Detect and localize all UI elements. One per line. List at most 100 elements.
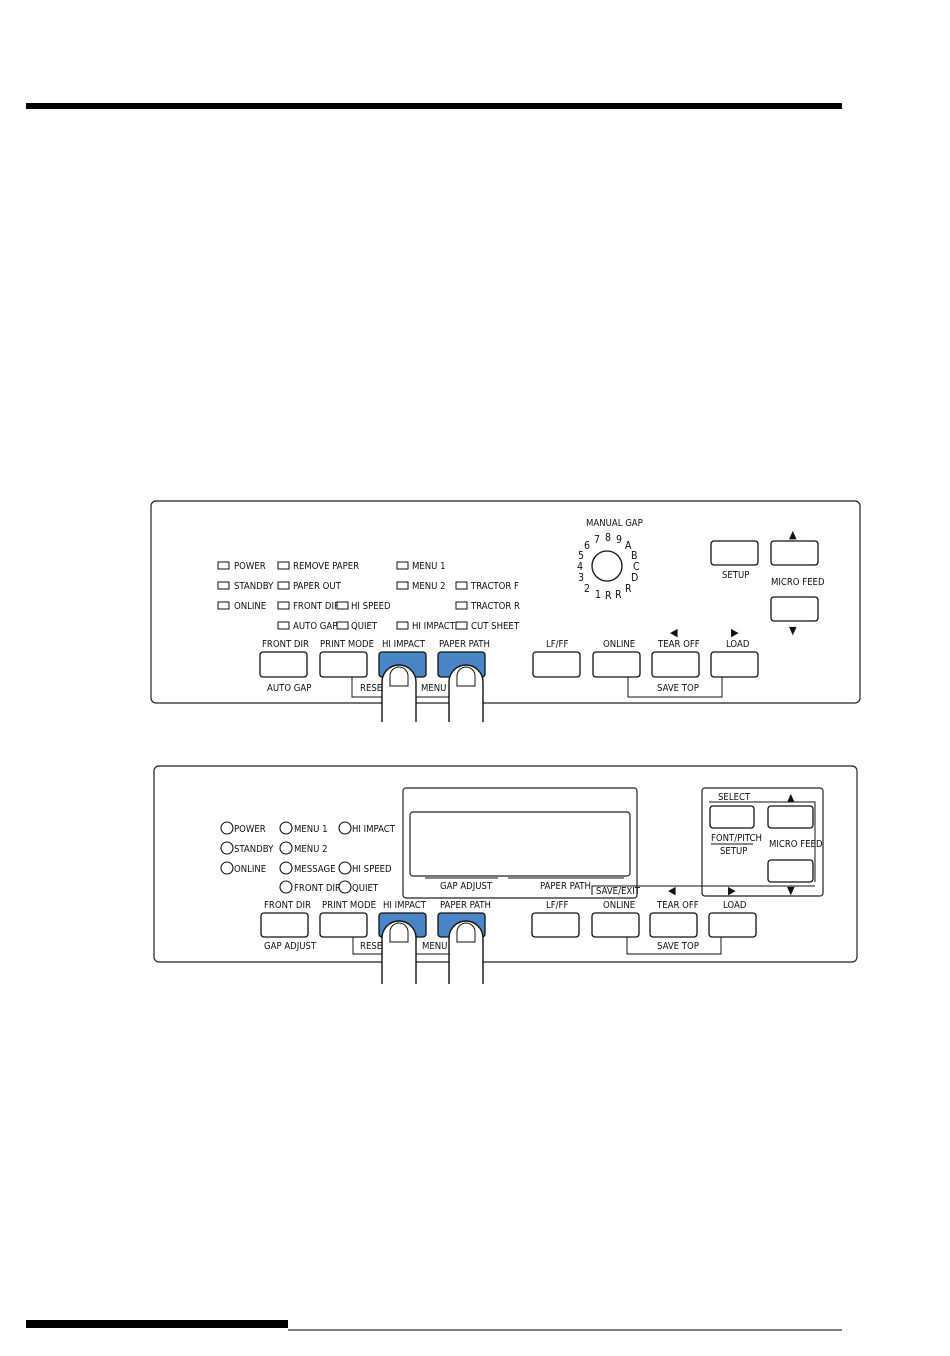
micro-feed-down-button[interactable] — [767, 859, 814, 883]
dial-mark: R — [615, 589, 622, 601]
led-label: PAPER OUT — [293, 581, 342, 592]
micro-feed-label: MICRO FEED — [769, 839, 823, 850]
lf-ff-label: LF/FF — [546, 639, 568, 650]
fingernail-icon — [389, 922, 409, 943]
led-label: STANDBY — [234, 581, 274, 592]
led-label: FRONT DIR — [294, 883, 341, 894]
font-pitch-label: FONT/PITCH — [711, 833, 762, 844]
print-mode-button[interactable] — [319, 651, 368, 678]
dial-mark: 2 — [584, 583, 590, 595]
micro-feed-down-button[interactable] — [770, 596, 819, 622]
print-mode-label: PRINT MODE — [322, 900, 376, 911]
dial-mark: 1 — [595, 589, 601, 601]
footer-thick-rule — [26, 1320, 288, 1328]
dial-mark: 7 — [594, 534, 600, 546]
paper-path-display-label: PAPER PATH — [540, 881, 591, 892]
led-label: TRACTOR F — [470, 581, 519, 592]
led-indicator — [217, 581, 230, 590]
led-label: POWER — [234, 561, 266, 572]
online-label: ONLINE — [603, 900, 635, 911]
front-dir-label: FRONT DIR — [262, 639, 309, 650]
setup-label: SETUP — [722, 570, 749, 581]
led-indicator — [338, 861, 352, 875]
lf-ff-button[interactable] — [531, 912, 580, 938]
online-button[interactable] — [592, 651, 641, 678]
front-dir-button[interactable] — [260, 912, 309, 938]
led-indicator — [220, 841, 234, 855]
load-label: LOAD — [726, 639, 750, 650]
load-label: LOAD — [723, 900, 747, 911]
led-label: MENU 1 — [294, 824, 328, 835]
finger-icon — [448, 664, 484, 722]
dial-knob[interactable] — [591, 550, 623, 582]
paper-path-label: PAPER PATH — [439, 639, 490, 650]
save-top-bracket — [627, 677, 723, 698]
manual-gap-dial[interactable]: MANUAL GAP 1 2 3 4 5 6 7 8 9 A B C D R R… — [577, 518, 643, 602]
led-label: POWER — [234, 824, 266, 835]
gap-adjust-display-label: GAP ADJUST — [440, 881, 493, 892]
dial-mark: B — [631, 550, 637, 562]
select-bracket — [709, 801, 816, 882]
panel-b-frame — [153, 765, 858, 963]
led-indicator — [338, 821, 352, 835]
led-label: FRONT DIR — [293, 601, 340, 612]
manual-gap-label: MANUAL GAP — [586, 518, 643, 529]
setup-button[interactable] — [710, 540, 759, 566]
right-arrow-icon: ▶ — [728, 884, 736, 897]
dial-mark: 6 — [584, 540, 590, 552]
led-indicator — [396, 581, 409, 590]
operator-panel-b: POWER STANDBY ONLINE MENU 1 MENU 2 MESSA… — [153, 765, 858, 984]
online-label: ONLINE — [603, 639, 635, 650]
online-button[interactable] — [591, 912, 640, 938]
hi-impact-label: HI IMPACT — [383, 900, 427, 911]
front-dir-button[interactable] — [259, 651, 308, 678]
fingernail-icon — [456, 666, 476, 687]
led-indicator — [220, 821, 234, 835]
tear-off-button[interactable] — [651, 651, 700, 678]
micro-feed-up-button[interactable] — [767, 805, 814, 829]
panel-b-led-group: POWER STANDBY ONLINE MENU 1 MENU 2 MESSA… — [220, 821, 396, 894]
dial-mark: 5 — [578, 550, 584, 562]
reset-label: RESE — [360, 683, 382, 694]
led-label: STANDBY — [234, 844, 274, 855]
micro-feed-up-button[interactable] — [770, 540, 819, 566]
lcd-display-window — [409, 811, 631, 877]
load-button[interactable] — [708, 912, 757, 938]
tear-off-button[interactable] — [649, 912, 698, 938]
setup-label: SETUP — [720, 846, 747, 857]
setup-button[interactable] — [709, 805, 755, 829]
save-top-bracket — [626, 937, 722, 955]
led-indicator — [336, 601, 349, 610]
left-arrow-icon: ◀ — [668, 884, 676, 897]
led-label: REMOVE PAPER — [293, 561, 359, 572]
print-mode-button[interactable] — [319, 912, 368, 938]
control-cluster-frame — [701, 787, 824, 897]
led-label: QUIET — [351, 621, 378, 632]
led-label: HI IMPACT — [412, 621, 456, 632]
led-label: ONLINE — [234, 601, 266, 612]
save-exit-label: SAVE/EXIT — [596, 886, 641, 897]
dial-mark: D — [631, 572, 638, 584]
led-indicator — [220, 861, 234, 875]
dial-mark: 9 — [616, 534, 622, 546]
load-button[interactable] — [710, 651, 759, 678]
led-indicator — [277, 561, 290, 570]
panel-a-led-group: POWER STANDBY ONLINE REMOVE PAPER PAPER … — [217, 561, 520, 632]
led-indicator — [336, 621, 349, 630]
led-label: ONLINE — [234, 864, 266, 875]
lf-ff-button[interactable] — [532, 651, 581, 678]
down-arrow-icon: ▼ — [789, 624, 797, 637]
led-indicator — [338, 880, 352, 894]
down-arrow-icon: ▼ — [787, 884, 795, 897]
tear-off-label: TEAR OFF — [656, 900, 699, 911]
led-indicator — [279, 841, 293, 855]
led-indicator — [277, 621, 290, 630]
led-label: MENU 2 — [294, 844, 328, 855]
led-indicator — [455, 621, 468, 630]
finger-icon — [381, 920, 417, 984]
led-label: HI SPEED — [351, 601, 391, 612]
led-label: HI IMPACT — [352, 824, 396, 835]
lf-ff-label: LF/FF — [546, 900, 568, 911]
led-label: CUT SHEET — [471, 621, 520, 632]
